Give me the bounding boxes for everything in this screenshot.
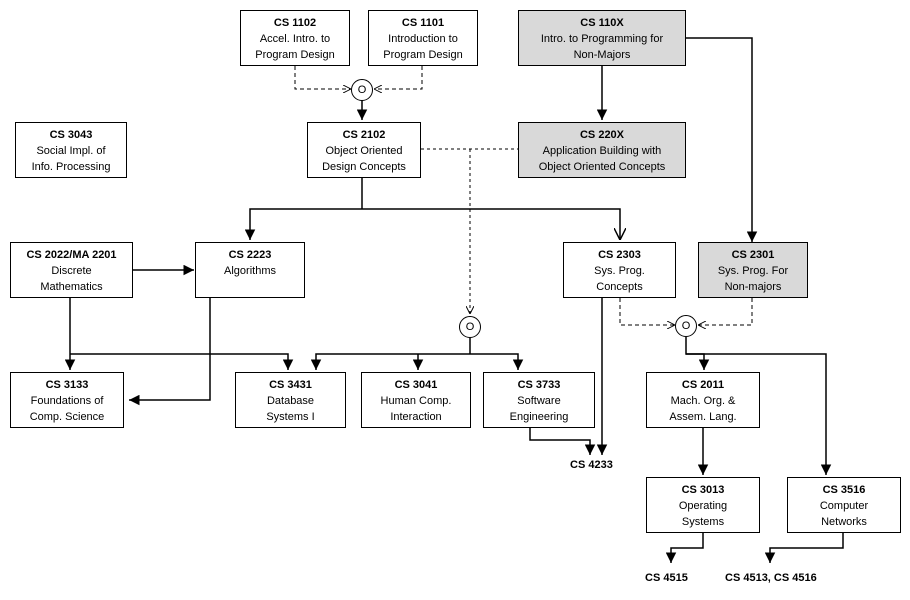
course-code: CS 2102	[342, 129, 386, 141]
course-code: CS 1101	[401, 17, 445, 29]
course-title-line: Concepts	[596, 281, 643, 293]
course-code: CS 2303	[598, 249, 641, 261]
course-code: CS 3013	[681, 484, 725, 496]
course-title-line: Systems	[681, 516, 725, 528]
course-title-line: Non-majors	[724, 281, 782, 293]
edge-2022-3431	[70, 353, 294, 370]
course-title-line: Program Design	[383, 49, 463, 61]
course-title-line: Object Oriented Concepts	[538, 161, 666, 173]
course-cs2022: CS 2022/MA 2201 Discrete Mathematics	[10, 242, 133, 298]
course-title-line: Mathematics	[40, 281, 103, 293]
course-title-line: Database	[266, 395, 315, 407]
course-code: CS 2301	[731, 249, 775, 261]
course-title-line: Sys. Prog.	[594, 265, 645, 277]
course-title-line: Foundations of	[30, 395, 104, 407]
terminal-cs4515: CS 4515	[645, 572, 688, 584]
course-cs2301: CS 2301 Sys. Prog. For Non-majors	[698, 242, 808, 298]
course-cs3516: CS 3516 Computer Networks	[787, 477, 901, 533]
course-title-line: Algorithms	[224, 265, 276, 277]
course-title-line: Program Design	[255, 49, 335, 61]
edge-2102-2223	[244, 208, 362, 240]
course-code: CS 3733	[517, 379, 561, 391]
course-title-line: Networks	[821, 516, 867, 528]
course-cs3041: CS 3041 Human Comp. Interaction	[361, 372, 471, 428]
course-code: CS 3043	[49, 129, 93, 141]
course-cs3431: CS 3431 Database Systems I	[235, 372, 346, 428]
edge-2223-3133	[129, 297, 211, 406]
course-title-line: Design Concepts	[322, 161, 406, 173]
edge-or3-3516	[686, 353, 832, 475]
course-cs3043: CS 3043 Social Impl. of Info. Processing	[15, 122, 127, 178]
course-title-line: Application Building with	[542, 145, 662, 157]
course-title-line: Systems I	[266, 411, 315, 423]
course-cs1102: CS 1102 Accel. Intro. to Program Design	[240, 10, 350, 66]
edge-2301-or3	[698, 298, 753, 325]
course-code: CS 2022/MA 2201	[26, 249, 117, 261]
course-code: CS 3516	[822, 484, 866, 496]
edge-3013-out	[665, 533, 704, 563]
or-junction-sysprog: O	[675, 315, 697, 337]
terminal-cs4233: CS 4233	[570, 459, 613, 471]
course-cs3133: CS 3133 Foundations of Comp. Science	[10, 372, 124, 428]
edge-3733-4233	[529, 427, 596, 455]
edge-2303-or3	[619, 298, 675, 325]
course-code: CS 110X	[580, 17, 624, 29]
course-code: CS 220X	[579, 129, 625, 141]
course-title-line: Comp. Science	[29, 411, 105, 423]
course-title-line: Info. Processing	[31, 161, 111, 173]
course-title-line: Object Oriented	[325, 145, 403, 157]
edge-1101-or	[374, 66, 423, 89]
terminal-cs4513-cs4516: CS 4513, CS 4516	[725, 572, 817, 584]
or-junction-oo: O	[459, 316, 481, 338]
course-cs3733: CS 3733 Software Engineering	[483, 372, 595, 428]
course-title-line: Human Comp.	[380, 395, 452, 407]
course-title-line: Software	[517, 395, 561, 407]
edge-or2-3431	[310, 353, 470, 370]
or-junction-intro: O	[351, 79, 373, 101]
course-code: CS 3041	[394, 379, 438, 391]
course-title-line: Assem. Lang.	[669, 411, 737, 423]
course-cs2011: CS 2011 Mach. Org. & Assem. Lang.	[646, 372, 760, 428]
edge-3516-out	[764, 533, 844, 563]
course-code: CS 3133	[45, 379, 89, 391]
edge-or2-3733	[470, 353, 524, 370]
edge-110x-2301	[686, 37, 758, 242]
course-cs2223: CS 2223 Algorithms	[195, 242, 305, 298]
course-title-line: Engineering	[509, 411, 569, 423]
course-title-line: Interaction	[390, 411, 442, 423]
course-title-line: Social Impl. of	[36, 145, 106, 157]
course-cs220x: CS 220X Application Building with Object…	[518, 122, 686, 178]
course-title-line: Sys. Prog. For	[717, 265, 789, 277]
course-code: CS 1102	[273, 17, 317, 29]
course-title-line: Non-Majors	[573, 49, 631, 61]
course-code: CS 2011	[681, 379, 725, 391]
course-title-line: Computer	[819, 500, 869, 512]
course-cs1101: CS 1101 Introduction to Program Design	[368, 10, 478, 66]
course-cs2303: CS 2303 Sys. Prog. Concepts	[563, 242, 676, 298]
course-title-line: Discrete	[51, 265, 92, 277]
course-title-line: Accel. Intro. to	[259, 33, 331, 45]
course-title-line: Operating	[678, 500, 728, 512]
course-cs3013: CS 3013 Operating Systems	[646, 477, 760, 533]
edge-2102-2303	[362, 208, 620, 240]
course-cs2102: CS 2102 Object Oriented Design Concepts	[307, 122, 421, 178]
edge-1102-or	[294, 66, 351, 89]
course-code: CS 2223	[228, 249, 272, 261]
course-title-line: Mach. Org. &	[670, 395, 736, 407]
course-title-line: Intro. to Programming for	[540, 33, 664, 45]
course-code: CS 3431	[269, 379, 312, 391]
course-title-line: Introduction to	[388, 33, 458, 45]
course-cs110x: CS 110X Intro. to Programming for Non-Ma…	[518, 10, 686, 66]
